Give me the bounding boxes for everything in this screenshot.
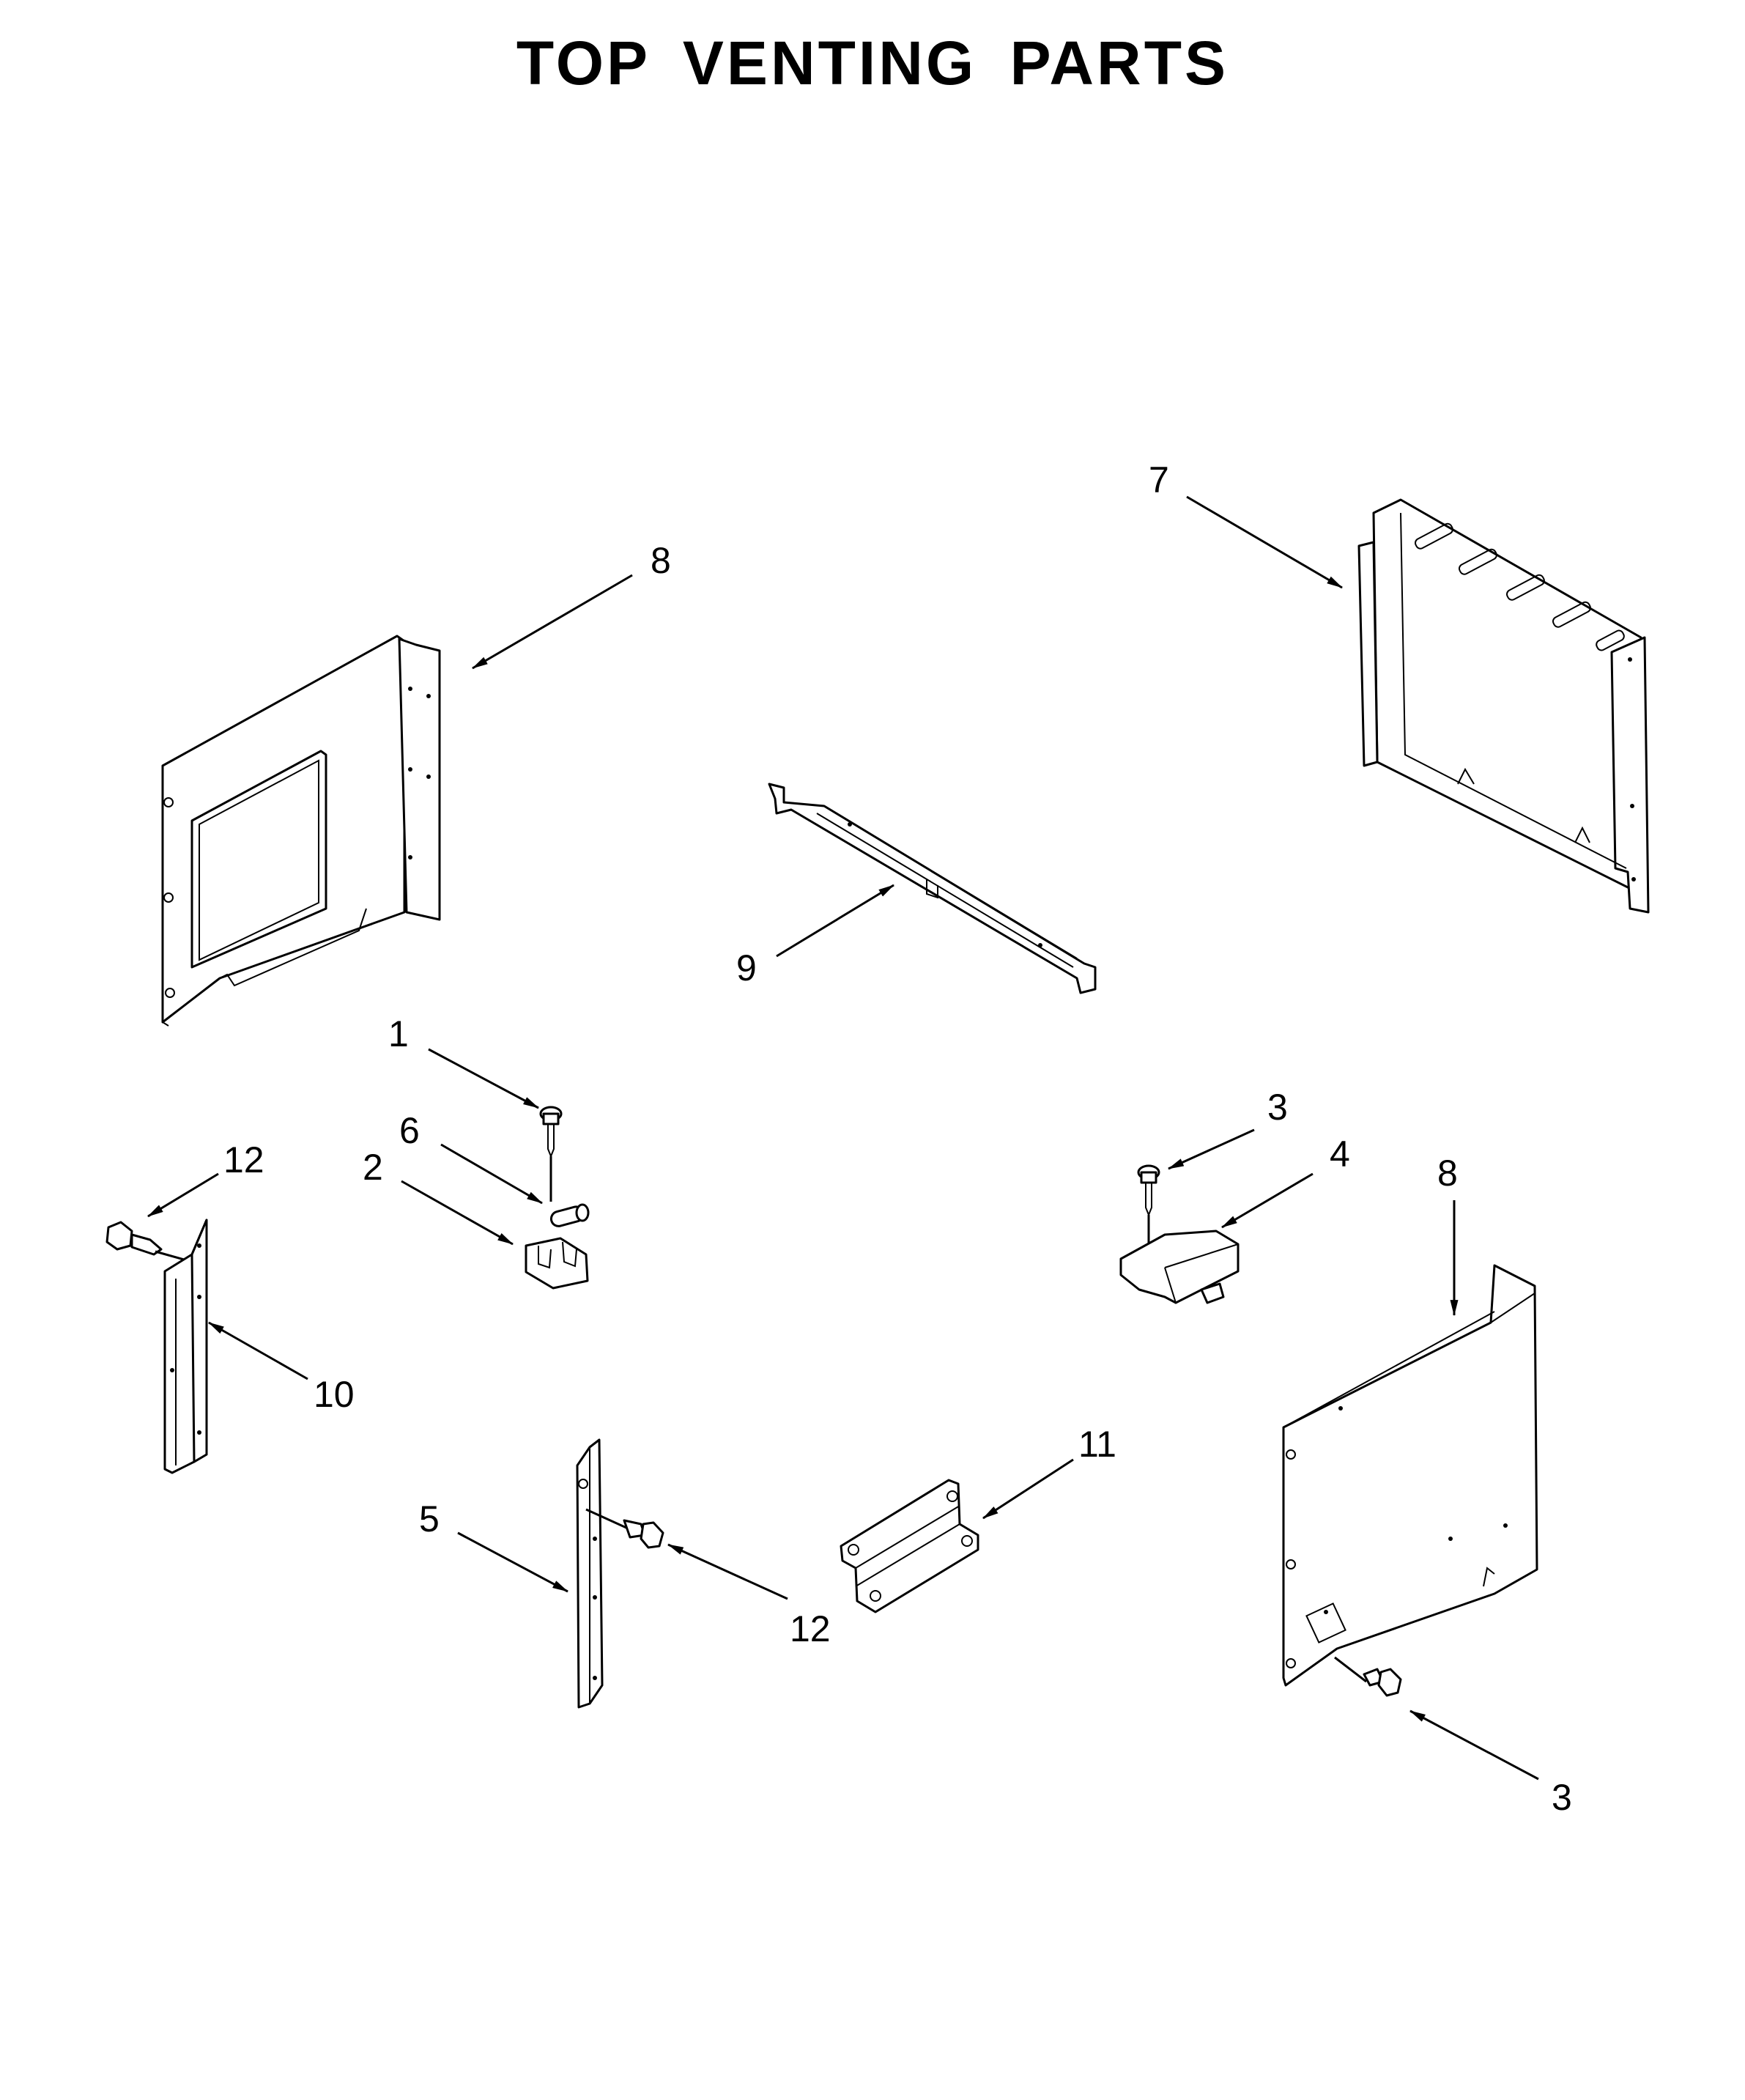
screw-lower-right — [1334, 1656, 1402, 1697]
callout-5: 5 — [419, 1498, 440, 1539]
page-title: TOP VENTING PARTS — [516, 29, 1229, 97]
screw-upper-left — [539, 1106, 563, 1202]
leader-lines — [147, 495, 1539, 1781]
thermal-fuse — [549, 1203, 590, 1227]
leader-1 — [428, 1048, 539, 1109]
callout-2: 2 — [363, 1147, 383, 1188]
callout-8-left: 8 — [651, 540, 671, 581]
vent-rail — [768, 783, 1097, 994]
side-panel-left — [161, 635, 441, 1027]
leader-11 — [982, 1458, 1074, 1520]
callout-8-right: 8 — [1437, 1153, 1458, 1194]
channel-left — [163, 1219, 208, 1474]
callout-12-left: 12 — [223, 1139, 264, 1180]
screw-left-channel — [105, 1221, 193, 1263]
side-panel-right-bottom — [1282, 1264, 1538, 1687]
bracket — [840, 1479, 979, 1613]
leader-6 — [440, 1143, 543, 1205]
switch-box — [1119, 1230, 1240, 1304]
leader-12-left — [147, 1172, 219, 1218]
callout-10: 10 — [314, 1374, 355, 1415]
callout-9: 9 — [736, 947, 757, 988]
leader-2 — [401, 1180, 514, 1246]
leader-3-lower — [1409, 1709, 1539, 1781]
screw-upper-right — [1137, 1164, 1160, 1249]
vent-slots — [1414, 522, 1625, 651]
leader-12-center — [667, 1543, 788, 1600]
callout-1: 1 — [388, 1013, 409, 1054]
leader-9 — [776, 884, 894, 958]
fuse-holder — [525, 1237, 589, 1290]
leader-8-left — [472, 574, 633, 670]
callout-3-upper: 3 — [1267, 1087, 1288, 1128]
leader-7 — [1186, 495, 1343, 589]
callout-labels: 8 7 9 1 6 2 12 10 5 12 11 3 4 8 3 — [223, 459, 1572, 1818]
callout-11: 11 — [1078, 1424, 1116, 1465]
callout-3-lower: 3 — [1552, 1777, 1572, 1818]
callout-4: 4 — [1330, 1134, 1350, 1175]
callout-7: 7 — [1149, 459, 1169, 500]
leader-5 — [457, 1531, 568, 1593]
callout-6: 6 — [399, 1110, 420, 1151]
channel-center — [576, 1438, 604, 1709]
leader-4 — [1221, 1172, 1314, 1229]
side-panel-right-top — [1357, 498, 1650, 914]
leader-10 — [208, 1321, 308, 1380]
leader-3-upper — [1167, 1128, 1255, 1170]
callout-12-center: 12 — [790, 1608, 831, 1649]
screw-center-channel — [585, 1508, 664, 1549]
